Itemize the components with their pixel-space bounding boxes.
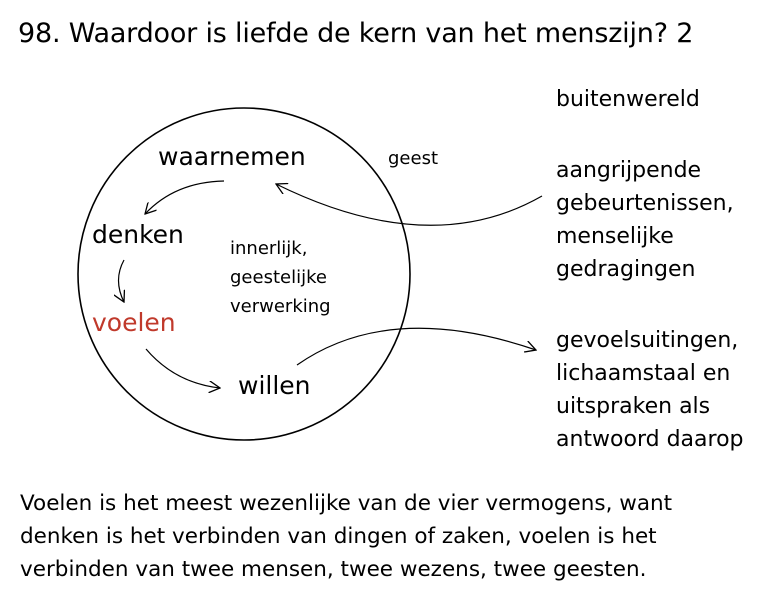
input-line: gebeurtenissen, (556, 191, 734, 216)
label-waarnemen: waarnemen (158, 142, 306, 171)
input-line: gedragingen (556, 257, 696, 282)
output-line: lichaamstaal en (556, 361, 731, 386)
input-line: menselijke (556, 224, 674, 249)
arrow-input-waarnemen (276, 184, 543, 226)
caption-line: verbinden van twee mensen, twee wezens, … (20, 557, 647, 582)
output-line: uitspraken als (556, 394, 711, 419)
mind-circle (77, 107, 411, 441)
inner-line: verwerking (230, 296, 331, 317)
output-line: gevoelsuitingen, (556, 328, 739, 353)
caption-line: Voelen is het meest wezenlijke van de vi… (20, 491, 673, 516)
inner-line: geestelijke (230, 267, 327, 288)
inner-line: innerlijk, (230, 238, 308, 259)
input-events-block: aangrijpende gebeurtenissen, menselijke … (556, 154, 734, 286)
arrow-denken-voelen (119, 259, 125, 302)
output-expressions-block: gevoelsuitingen, lichaamstaal en uitspra… (556, 324, 744, 456)
label-geest: geest (388, 148, 439, 169)
caption-line: denken is het verbinden van dingen of za… (20, 524, 657, 549)
input-line: aangrijpende (556, 158, 702, 183)
arrow-waarnemen-denken (145, 180, 225, 214)
caption: Voelen is het meest wezenlijke van de vi… (20, 487, 770, 586)
label-buitenwereld: buitenwereld (556, 87, 700, 112)
page-title: 98. Waardoor is liefde de kern van het m… (18, 18, 694, 49)
output-line: antwoord daarop (556, 427, 744, 452)
arrow-willen-output (296, 327, 536, 366)
label-voelen: voelen (92, 308, 176, 337)
arrow-voelen-willen (145, 348, 220, 388)
label-denken: denken (92, 220, 184, 249)
inner-processing-label: innerlijk, geestelijke verwerking (230, 234, 331, 321)
label-willen: willen (238, 371, 311, 400)
